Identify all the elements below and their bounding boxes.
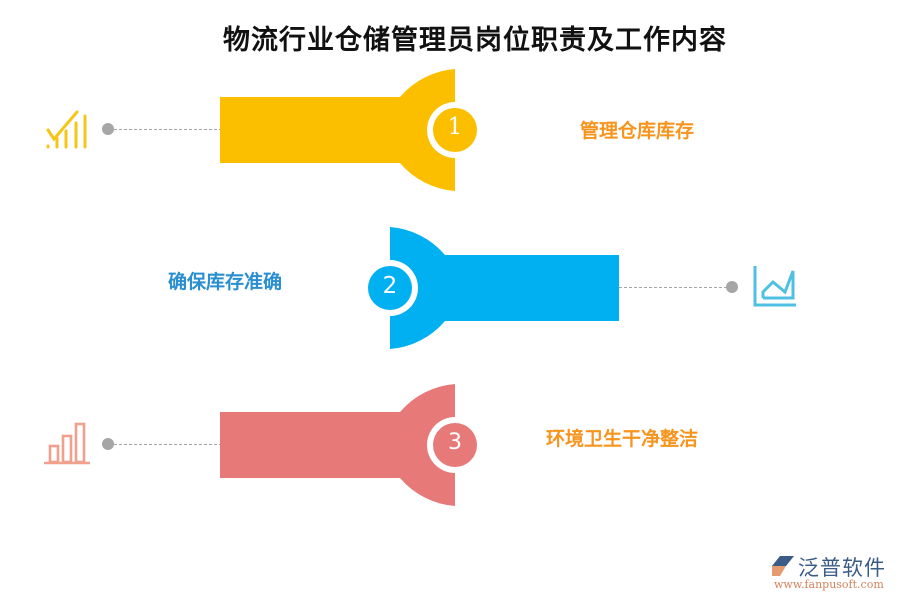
watermark-url: www.fanpusoft.com bbox=[774, 578, 884, 591]
step-2-label: 确保库存准确 bbox=[168, 271, 283, 293]
connector-dot bbox=[726, 281, 738, 293]
connector-line bbox=[619, 287, 727, 288]
connector-dot bbox=[102, 438, 114, 450]
chart-rising-bars-icon bbox=[46, 110, 87, 149]
fanpu-logo-icon bbox=[772, 556, 794, 576]
watermark-brand: 泛普软件 bbox=[798, 556, 886, 580]
step-3-label: 环境卫生干净整洁 bbox=[546, 428, 699, 450]
step-1-banner bbox=[220, 69, 480, 191]
page-title: 物流行业仓储管理员岗位职责及工作内容 bbox=[223, 25, 727, 56]
step-3-banner bbox=[220, 384, 480, 506]
step-2-number: 2 bbox=[382, 273, 398, 299]
step-3-number: 3 bbox=[448, 430, 462, 455]
step-1-number: 1 bbox=[447, 114, 463, 140]
area-chart-icon bbox=[753, 266, 796, 307]
connector-line bbox=[114, 444, 222, 445]
bar-chart-icon bbox=[44, 422, 90, 465]
step-2-banner bbox=[362, 227, 619, 349]
connector-dot bbox=[102, 123, 114, 135]
connector-line bbox=[114, 129, 222, 130]
step-1-label: 管理仓库库存 bbox=[580, 120, 695, 142]
